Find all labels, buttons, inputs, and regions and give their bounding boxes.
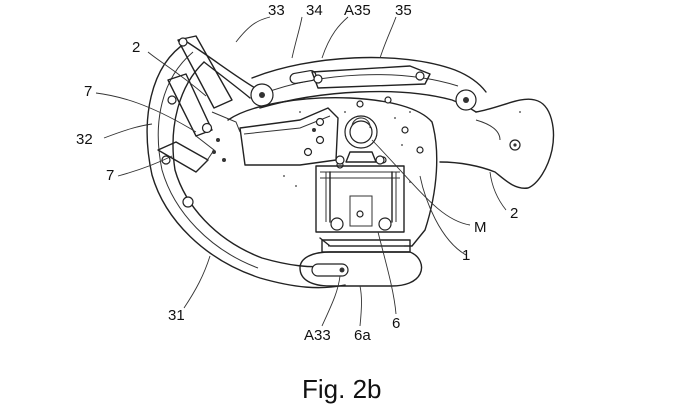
label-A33: A33 <box>304 327 331 344</box>
left-linkage <box>157 35 241 208</box>
upper-arc-arm <box>186 41 487 113</box>
right-handle <box>439 98 555 189</box>
leader-lines <box>95 16 507 327</box>
label-M: M <box>474 219 487 236</box>
slot-34 <box>289 70 317 84</box>
bottom-lever <box>299 251 423 287</box>
label-33: 33 <box>268 2 285 19</box>
label-34: 34 <box>306 2 323 19</box>
label-7-top: 7 <box>84 83 92 100</box>
figure-caption: Fig. 2b <box>302 374 382 404</box>
motor-shaft <box>349 120 373 144</box>
label-31: 31 <box>168 307 185 324</box>
label-7-bottom: 7 <box>106 167 114 184</box>
reference-labels: 33 34 A35 35 2 7 32 7 M 2 1 31 A33 6a 6 <box>76 2 518 344</box>
label-6: 6 <box>392 315 400 332</box>
label-35: 35 <box>395 2 412 19</box>
label-2-top: 2 <box>132 39 140 56</box>
label-A35: A35 <box>344 2 371 19</box>
label-1: 1 <box>462 247 470 264</box>
label-6a: 6a <box>354 327 371 344</box>
label-2-right: 2 <box>510 205 518 222</box>
slot-A33 <box>311 263 349 277</box>
carriage-bracket <box>315 151 411 253</box>
base-plate <box>227 96 438 247</box>
label-32: 32 <box>76 131 93 148</box>
